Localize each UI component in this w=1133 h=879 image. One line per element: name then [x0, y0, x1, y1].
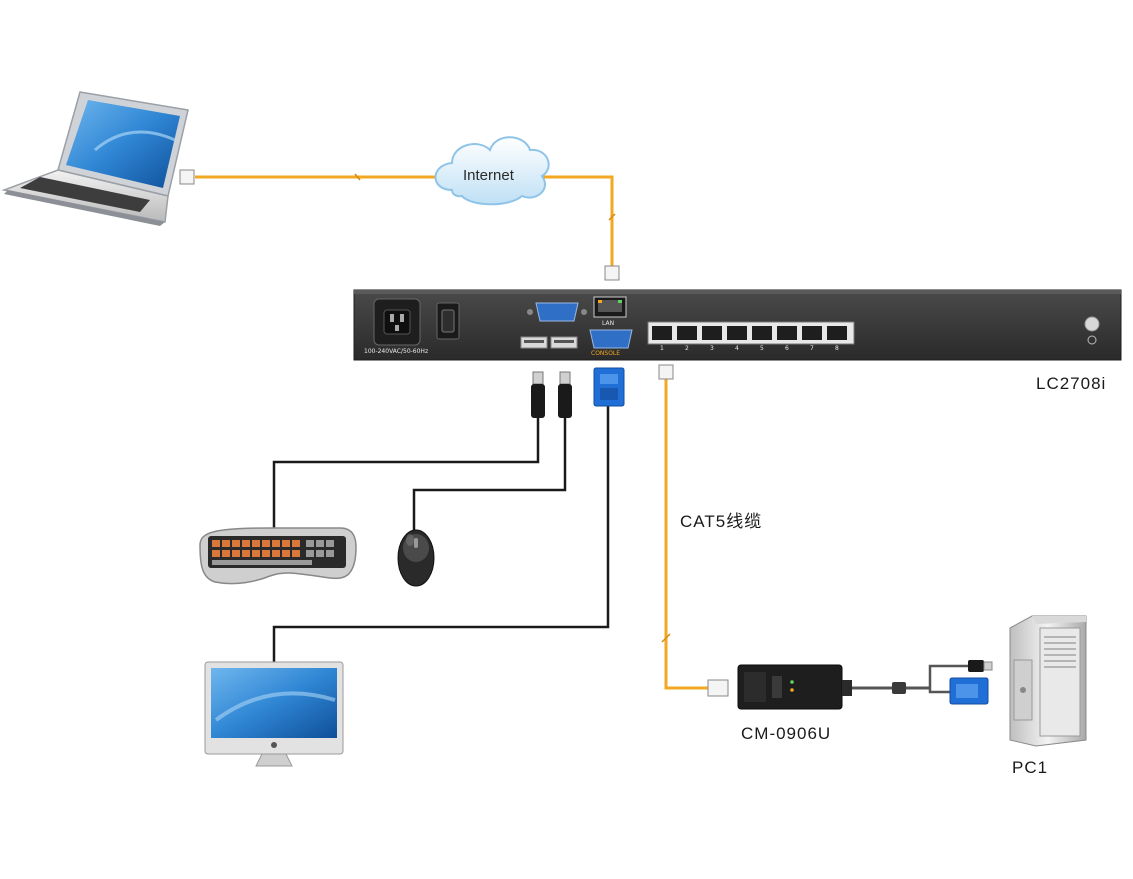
cable-monitor	[272, 405, 610, 662]
cable-laptop-to-internet	[195, 173, 445, 181]
cable-keyboard	[272, 418, 540, 530]
usb-port-icon	[520, 336, 578, 349]
vga-port-top-icon	[527, 302, 587, 322]
console-vga-port-icon	[589, 329, 633, 349]
port-number-3: 3	[710, 345, 714, 352]
monitor-icon	[204, 661, 344, 767]
vga-plug-icon	[593, 367, 625, 407]
mouse-icon	[397, 529, 435, 587]
power-rating-label: 100-240VAC/50-60Hz	[364, 348, 429, 355]
cable-adapter-to-pc	[850, 664, 968, 694]
lan-port-icon	[593, 296, 627, 318]
port-number-7: 7	[810, 345, 814, 352]
power-socket-icon	[373, 298, 421, 346]
ground-screw-icon	[1084, 316, 1100, 345]
console-port-label: CONSOLE	[591, 350, 621, 357]
pc-label: PC1	[1012, 758, 1049, 777]
adapter-usb-plug	[968, 660, 993, 672]
port-number-2: 2	[685, 345, 689, 352]
cable-internet-to-lan	[540, 175, 616, 268]
internet-label: Internet	[463, 167, 514, 184]
adapter-model-label: CM-0906U	[741, 724, 832, 743]
laptop-rj45-port	[179, 169, 195, 185]
keyboard-icon	[199, 527, 357, 585]
adapter-vga-plug	[949, 677, 989, 705]
cat5-plug-adapter	[707, 679, 729, 697]
power-switch-icon	[436, 302, 460, 340]
usb-plug-keyboard	[531, 371, 545, 418]
cable-mouse	[412, 418, 567, 530]
kvm-model-label: LC2708i	[1036, 374, 1107, 393]
port-number-6: 6	[785, 345, 789, 352]
rj45-port-bank	[647, 321, 855, 345]
port-number-row: 1 2 3 4 5 6 7 8	[652, 345, 852, 355]
cable-cat5	[661, 378, 712, 690]
cat5-cable-label: CAT5线缆	[680, 512, 763, 531]
port-number-8: 8	[835, 345, 839, 352]
pc-tower-icon	[1009, 615, 1087, 747]
laptop-icon	[1, 91, 189, 226]
lan-cable-connector	[604, 265, 620, 281]
usb-plug-mouse	[558, 371, 572, 418]
port-number-4: 4	[735, 345, 739, 352]
lan-port-label: LAN	[602, 320, 615, 327]
port-number-5: 5	[760, 345, 764, 352]
cat5-plug-kvm	[658, 364, 674, 380]
kvm-switch	[353, 289, 1122, 361]
port-number-1: 1	[660, 345, 664, 352]
adapter-icon	[737, 664, 906, 710]
cloud-icon	[434, 136, 550, 206]
